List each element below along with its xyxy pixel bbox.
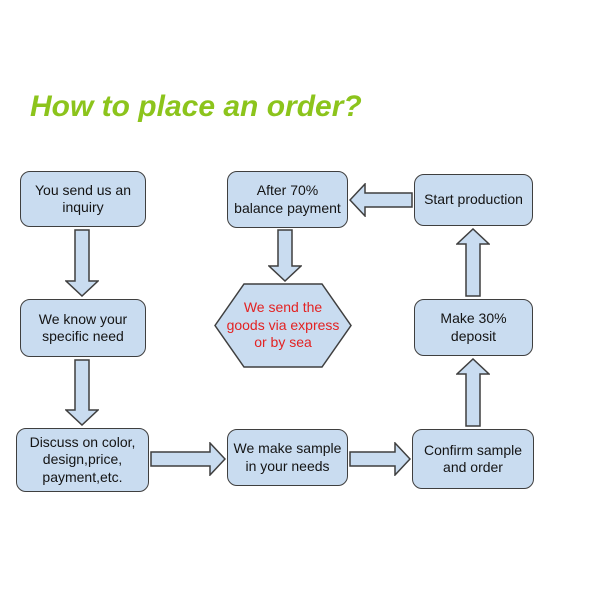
flowchart-node-make-sample: We make sample in your needs: [227, 429, 348, 486]
arrow-balance-to-shipping: [267, 229, 303, 283]
flowchart-node-discuss-details: Discuss on color, design,price, payment,…: [16, 428, 149, 492]
arrow-production-to-balance: [348, 182, 413, 218]
arrow-sample-to-confirm: [349, 441, 412, 477]
arrow-confirm-to-deposit: [455, 357, 491, 427]
right-arrow-icon: [150, 441, 227, 477]
flowchart-node-balance-payment: After 70% balance payment: [227, 171, 348, 228]
flowchart-node-start-production: Start production: [414, 174, 533, 226]
down-arrow-icon: [64, 359, 100, 427]
up-arrow-icon: [455, 227, 491, 297]
flowchart-node-deposit: Make 30% deposit: [414, 299, 533, 356]
flowchart-node-inquiry: You send us an inquiry: [20, 171, 146, 227]
arrow-discuss-to-sample: [150, 441, 227, 477]
page-title: How to place an order?: [30, 90, 362, 123]
down-arrow-icon: [64, 229, 100, 298]
down-arrow-icon: [267, 229, 303, 283]
arrow-inquiry-to-need: [64, 229, 100, 298]
left-arrow-icon: [348, 182, 413, 218]
flowchart-node-shipping-hexagon: We send the goods via express or by sea: [214, 283, 352, 368]
hexagon-shape: [214, 283, 352, 368]
arrow-deposit-to-production: [455, 227, 491, 297]
up-arrow-icon: [455, 357, 491, 427]
right-arrow-icon: [349, 441, 412, 477]
arrow-need-to-discuss: [64, 359, 100, 427]
flowchart-node-confirm-order: Confirm sample and order: [412, 429, 534, 489]
shipping-label: We send the goods via express or by sea: [226, 299, 340, 351]
flowchart-node-specific-need: We know your specific need: [20, 299, 146, 357]
